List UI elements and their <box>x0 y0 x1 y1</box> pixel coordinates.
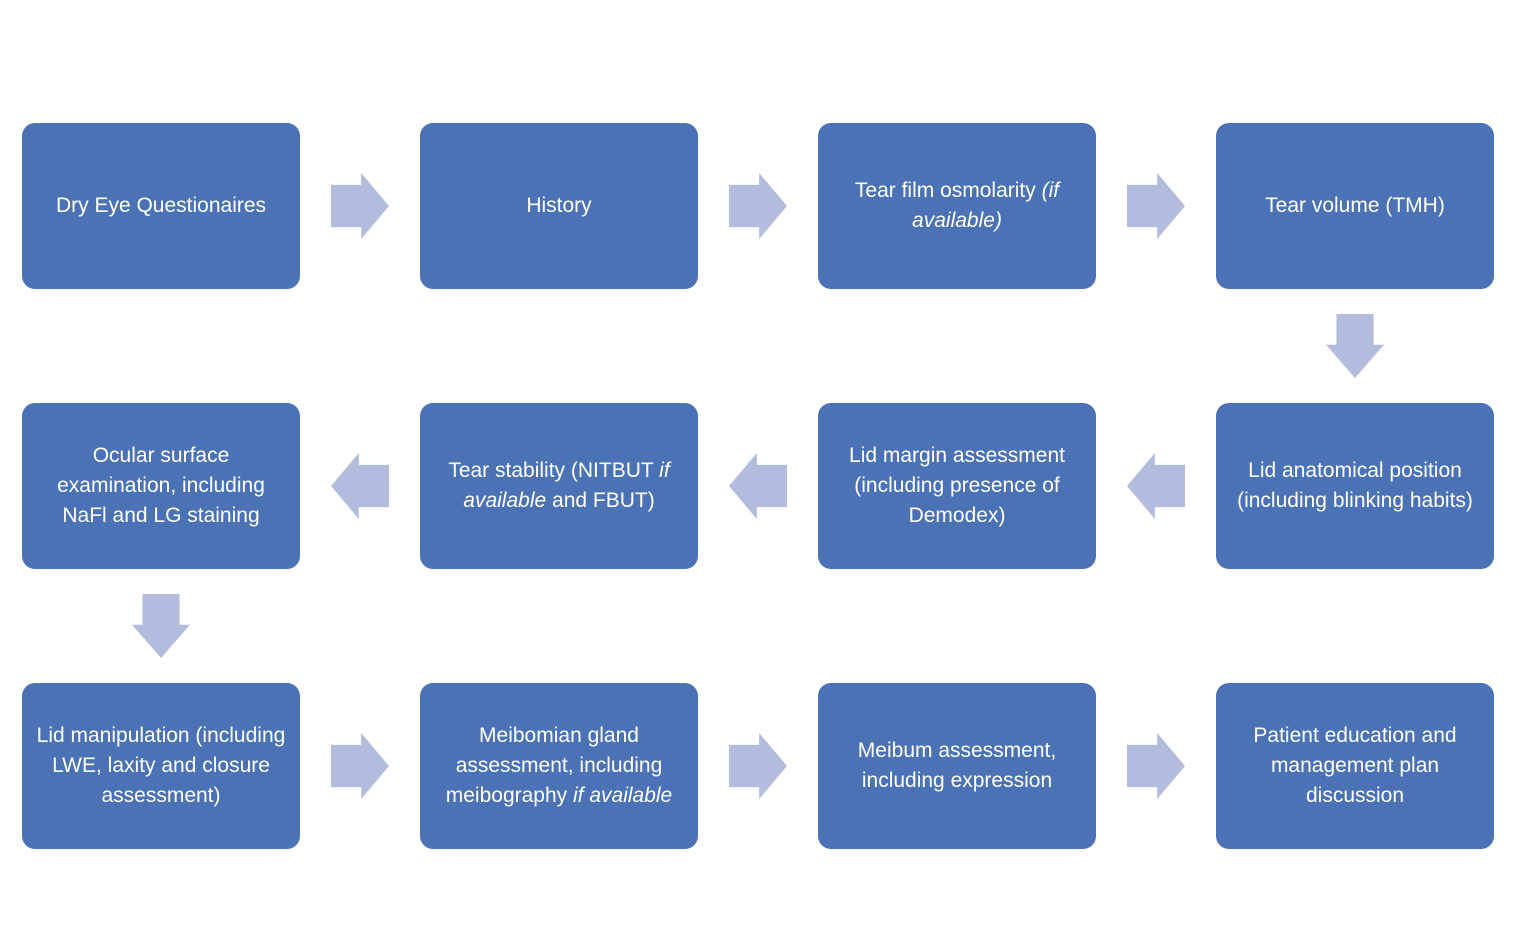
flow-node-history: History <box>420 123 698 289</box>
flow-node-ocular-surface-examination: Ocular surface examination, including Na… <box>22 403 300 569</box>
flow-node-label: Meibomian gland assessment, including me… <box>434 721 684 811</box>
label-segment-italic: if available <box>573 784 673 807</box>
arrow-right-icon <box>729 733 787 799</box>
label-segment: Meibum assessment, including expression <box>857 738 1057 792</box>
flow-node-dry-eye-questionaires: Dry Eye Questionaires <box>22 123 300 289</box>
label-segment: Tear stability (NITBUT <box>448 458 660 482</box>
flow-node-meibomian-gland-assessment: Meibomian gland assessment, including me… <box>420 683 698 849</box>
flow-node-label: Tear film osmolarity (if available) <box>832 176 1082 236</box>
flow-node-label: Tear stability (NITBUT if available and … <box>434 456 684 516</box>
flow-node-label: Lid manipulation (including LWE, laxity … <box>36 721 286 811</box>
arrow-left-icon <box>331 453 389 519</box>
label-segment-italic: if available <box>463 458 670 512</box>
flow-node-label: Ocular surface examination, including Na… <box>36 441 286 531</box>
flow-node-label: Patient education and management plan di… <box>1230 721 1480 811</box>
label-segment: Lid margin assessment (including presenc… <box>849 443 1065 527</box>
flow-node-tear-stability: Tear stability (NITBUT if available and … <box>420 403 698 569</box>
flow-node-meibum-assessment: Meibum assessment, including expression <box>818 683 1096 849</box>
label-segment: Tear volume (TMH) <box>1265 193 1445 217</box>
flow-node-label: Lid anatomical position (including blink… <box>1230 456 1480 516</box>
arrow-left-icon <box>1127 453 1185 519</box>
flow-node-lid-anatomical-position: Lid anatomical position (including blink… <box>1216 403 1494 569</box>
arrow-right-icon <box>331 173 389 239</box>
label-segment: Tear film osmolarity <box>854 178 1042 202</box>
arrow-right-icon <box>1127 733 1185 799</box>
flow-node-tear-volume: Tear volume (TMH) <box>1216 123 1494 289</box>
arrow-right-icon <box>729 173 787 239</box>
label-segment: Dry Eye Questionaires <box>55 193 267 217</box>
arrow-left-icon <box>729 453 787 519</box>
arrow-right-icon <box>331 733 389 799</box>
flow-node-lid-manipulation: Lid manipulation (including LWE, laxity … <box>22 683 300 849</box>
label-segment: Patient education and management plan di… <box>1253 723 1457 807</box>
label-segment-italic: (if available) <box>912 178 1060 232</box>
flow-node-label: Lid margin assessment (including presenc… <box>832 441 1082 531</box>
label-segment: Meibomian gland assessment, including me… <box>445 723 663 807</box>
label-segment: Ocular surface examination, including Na… <box>57 443 265 527</box>
label-segment: and FBUT) <box>546 489 655 512</box>
arrow-down-icon <box>132 594 190 658</box>
flow-node-tear-film-osmolarity: Tear film osmolarity (if available) <box>818 123 1096 289</box>
flow-node-label: History <box>526 191 591 221</box>
arrow-down-icon <box>1326 314 1384 378</box>
label-segment: History <box>526 193 592 217</box>
flow-node-label: Dry Eye Questionaires <box>56 191 266 221</box>
label-segment: Lid manipulation (including LWE, laxity … <box>36 723 286 807</box>
flow-node-lid-margin-assessment: Lid margin assessment (including presenc… <box>818 403 1096 569</box>
label-segment: Lid anatomical position (including blink… <box>1237 458 1473 512</box>
flow-node-label: Meibum assessment, including expression <box>832 736 1082 796</box>
flow-node-patient-education: Patient education and management plan di… <box>1216 683 1494 849</box>
arrow-right-icon <box>1127 173 1185 239</box>
flow-node-label: Tear volume (TMH) <box>1265 191 1445 221</box>
